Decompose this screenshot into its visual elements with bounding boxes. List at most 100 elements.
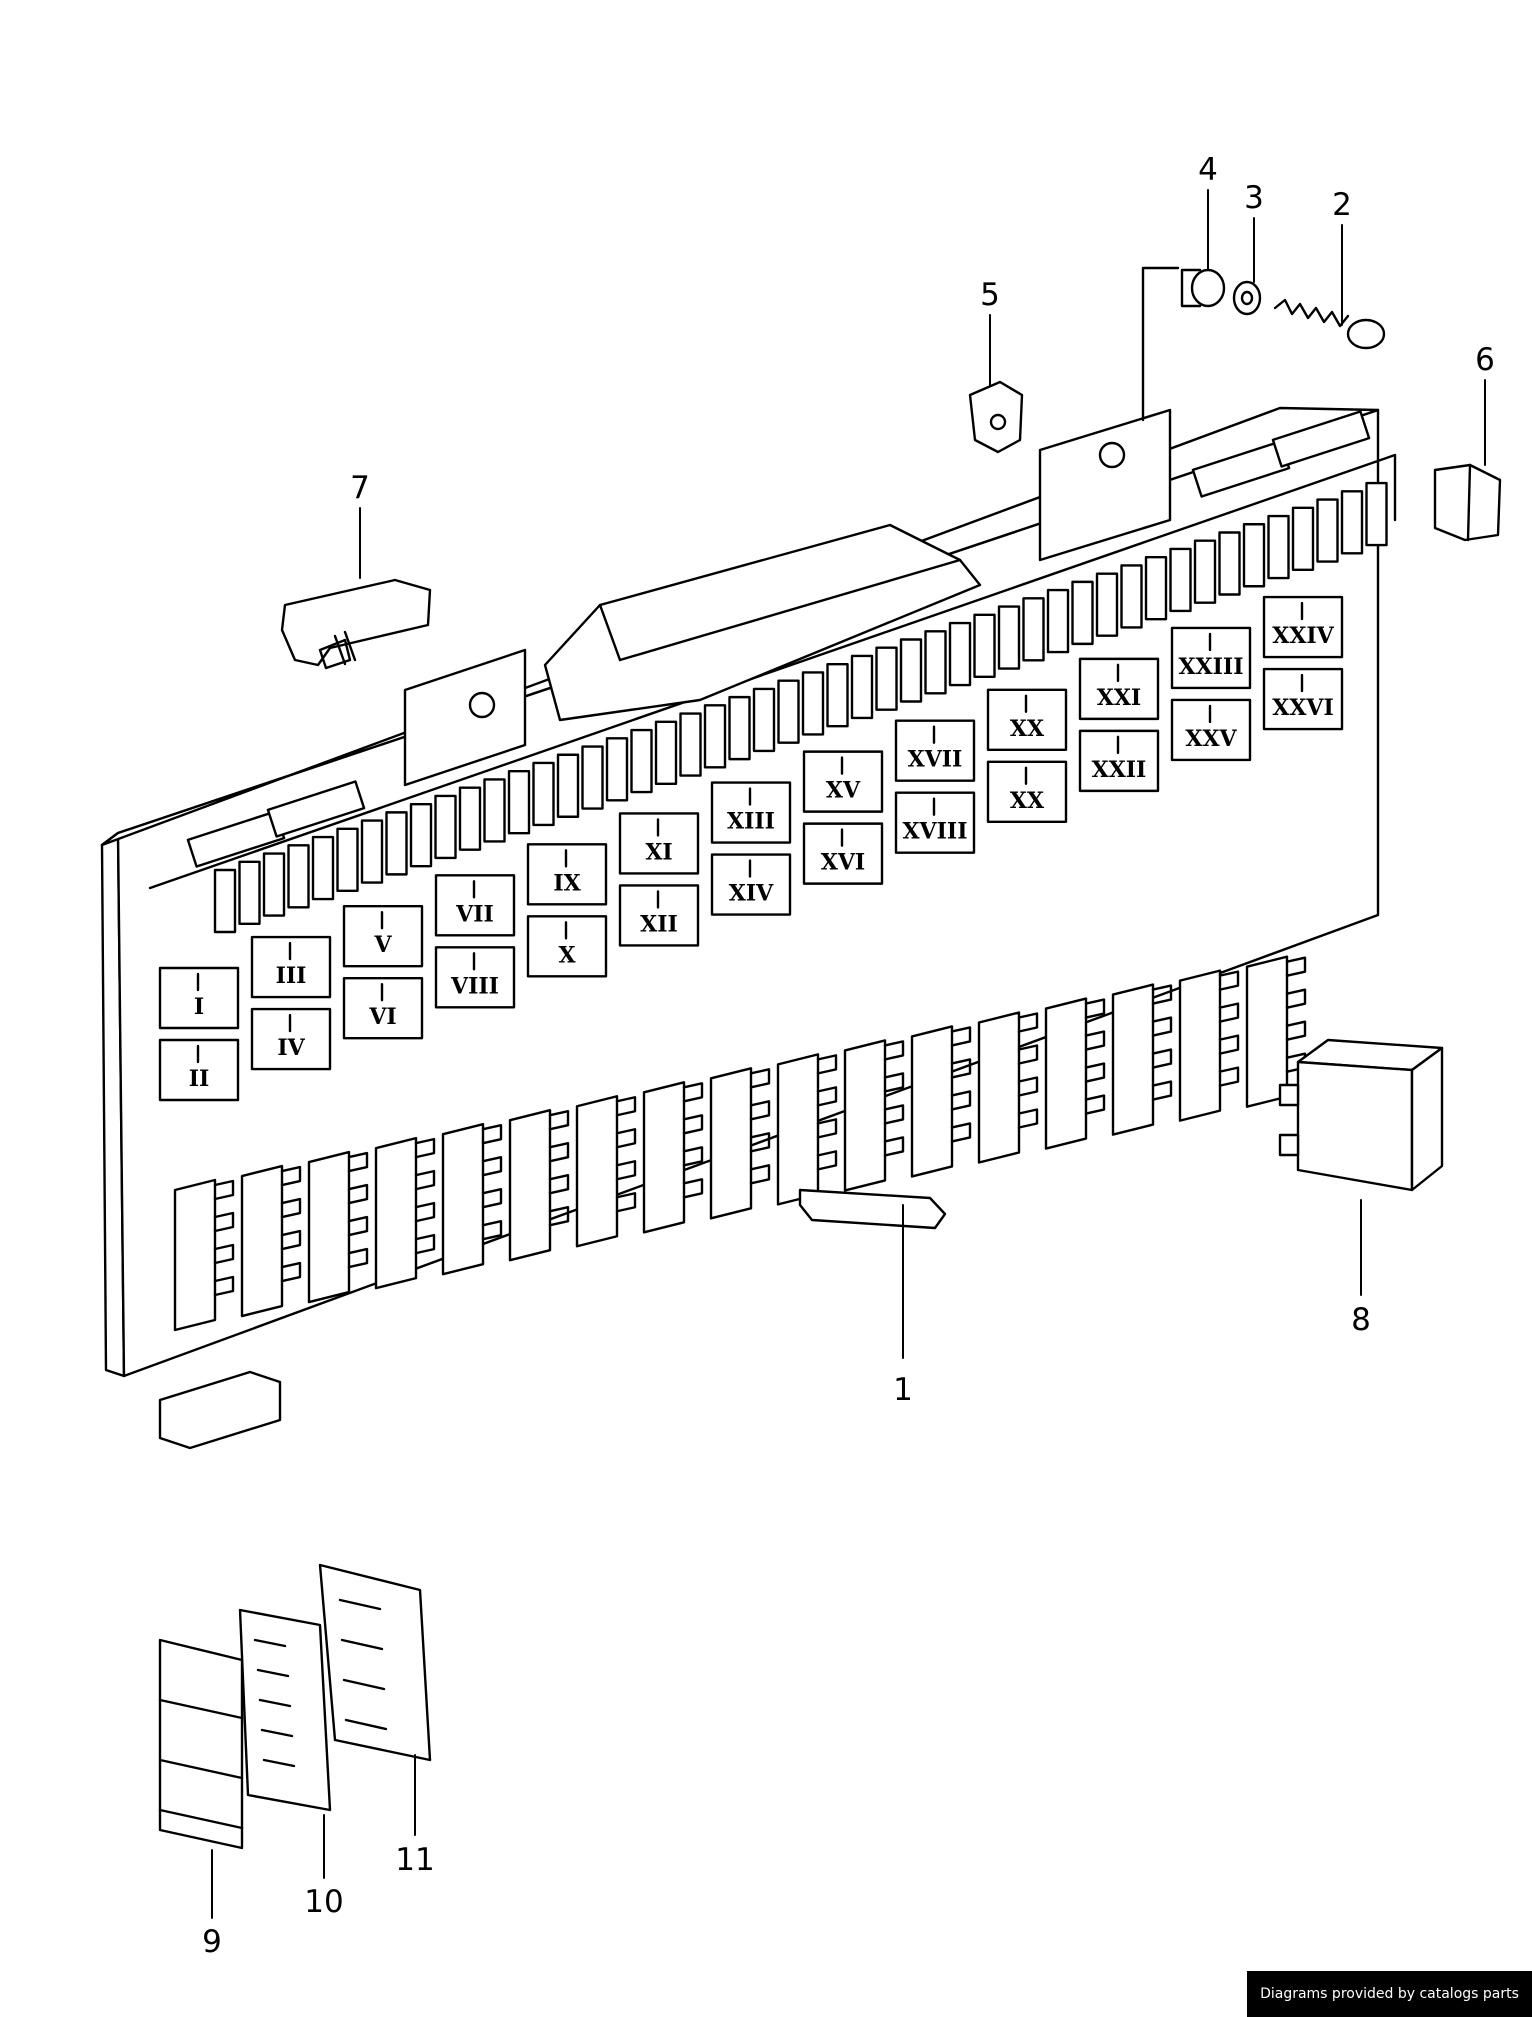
comb-tooth — [950, 1058, 972, 1079]
comb-body — [1178, 969, 1222, 1122]
connector-comb — [441, 1122, 503, 1276]
fuse-slot — [434, 794, 457, 860]
comb-tooth — [1084, 1030, 1106, 1051]
relay-slot-label: V — [373, 932, 392, 958]
comb-body — [1111, 983, 1155, 1136]
fuse-slot — [850, 654, 874, 720]
connector-comb — [1178, 969, 1240, 1122]
comb-tooth — [347, 1215, 369, 1237]
connector-comb — [910, 1025, 972, 1178]
comb-tooth — [816, 1054, 838, 1075]
comb-body — [642, 1081, 686, 1234]
comb-tooth — [816, 1118, 838, 1139]
comb-tooth — [1285, 956, 1307, 977]
comb-body — [709, 1067, 753, 1220]
comb-tooth — [280, 1229, 302, 1251]
fuse-slot — [213, 868, 237, 934]
fuse-row — [213, 481, 1388, 934]
fuse-slot — [654, 720, 678, 786]
comb-tooth — [615, 1192, 637, 1213]
assembly-leader — [1141, 266, 1180, 422]
comb-tooth — [414, 1201, 436, 1223]
comb-tooth — [749, 1068, 771, 1089]
comb-body — [910, 1025, 954, 1178]
screw-head — [1346, 318, 1386, 350]
comb-tooth — [950, 1122, 972, 1143]
comb-body — [843, 1039, 887, 1192]
fuse-slot — [826, 663, 849, 728]
comb-tooth — [749, 1132, 771, 1153]
clip-body — [968, 380, 1024, 454]
comb-tooth — [1151, 1048, 1173, 1069]
relay-slot: VII — [434, 874, 516, 937]
fuse-slot — [973, 613, 996, 679]
relay-slot-label: XIV — [729, 881, 774, 907]
board-upper-rim — [148, 453, 1397, 890]
central-electrics-board: IIIIIIIVVVIVIIVIIIIXXXIXIIXIIIXIVXVXVIXV… — [100, 406, 1397, 1450]
comb-body — [240, 1164, 284, 1318]
fuse-part-6 — [1433, 463, 1502, 542]
comb-tooth — [950, 1090, 972, 1111]
housing-part-10 — [238, 1608, 332, 1812]
callout-2: 2 — [1332, 187, 1352, 223]
comb-body — [776, 1053, 820, 1206]
fuse-slot — [1340, 490, 1364, 555]
relay-slot-label: XV — [826, 778, 861, 804]
bushing-body — [1180, 268, 1202, 308]
callout-4: 4 — [1198, 152, 1218, 188]
fuse-slot — [630, 728, 653, 794]
relay-slot: XXVI — [1262, 667, 1344, 731]
comb-tooth — [347, 1151, 369, 1173]
fuse-slot — [1095, 572, 1119, 637]
connector-comb — [1111, 983, 1173, 1136]
relay-slot: II — [158, 1038, 240, 1102]
top-bracket-right — [1038, 408, 1172, 562]
fuse-slot — [679, 712, 702, 777]
comb-body — [441, 1122, 485, 1276]
fuse-slot — [262, 852, 286, 917]
relay-slot-label: X — [558, 942, 576, 968]
housing-9-rib — [158, 1698, 244, 1720]
fuse-slot — [1267, 514, 1290, 580]
fuse-edge — [1466, 463, 1472, 542]
comb-tooth — [1218, 1002, 1240, 1023]
housing-part-11 — [318, 1563, 432, 1762]
comb-tooth — [1218, 1066, 1240, 1087]
relay-slot: VI — [342, 976, 424, 1040]
comb-tooth — [1218, 1034, 1240, 1055]
callout-7: 7 — [350, 470, 370, 506]
housing-11-teeth — [338, 1598, 388, 1731]
relay-slot: III — [250, 935, 332, 999]
fuse-slot — [1291, 506, 1315, 571]
housing-part-9 — [158, 1638, 244, 1850]
top-tab — [1271, 410, 1371, 468]
fuse-slot — [1046, 588, 1070, 654]
fuse-slot — [1365, 481, 1388, 547]
callout-5: 5 — [980, 277, 1000, 313]
relay-slot: IX — [526, 843, 608, 906]
relay-slot: IV — [250, 1007, 332, 1071]
relay-pin — [1278, 1133, 1300, 1157]
relay-slot: XV — [802, 750, 884, 813]
center-cover — [543, 523, 982, 722]
comb-tooth — [481, 1155, 503, 1177]
clip-spring — [280, 578, 432, 667]
relay-slot: XII — [618, 884, 700, 947]
comb-tooth — [1285, 988, 1307, 1009]
comb-tooth — [749, 1164, 771, 1185]
fuse-slot — [801, 671, 825, 736]
relay-slot: XXI — [1078, 657, 1160, 721]
fuse-slot — [605, 737, 629, 802]
callout-leaders — [211, 189, 1486, 1919]
housing-10-body — [238, 1608, 332, 1812]
comb-tooth — [414, 1169, 436, 1191]
comb-tooth — [548, 1206, 570, 1227]
relay-slot: XVIII — [894, 791, 976, 854]
comb-tooth — [1285, 1020, 1307, 1041]
callout-8: 8 — [1351, 1302, 1371, 1338]
comb-body — [374, 1136, 418, 1290]
comb-tooth — [682, 1114, 704, 1135]
relay-slot-label: XVI — [821, 850, 865, 876]
fuse-slot — [1071, 580, 1094, 646]
comb-tooth — [749, 1100, 771, 1121]
